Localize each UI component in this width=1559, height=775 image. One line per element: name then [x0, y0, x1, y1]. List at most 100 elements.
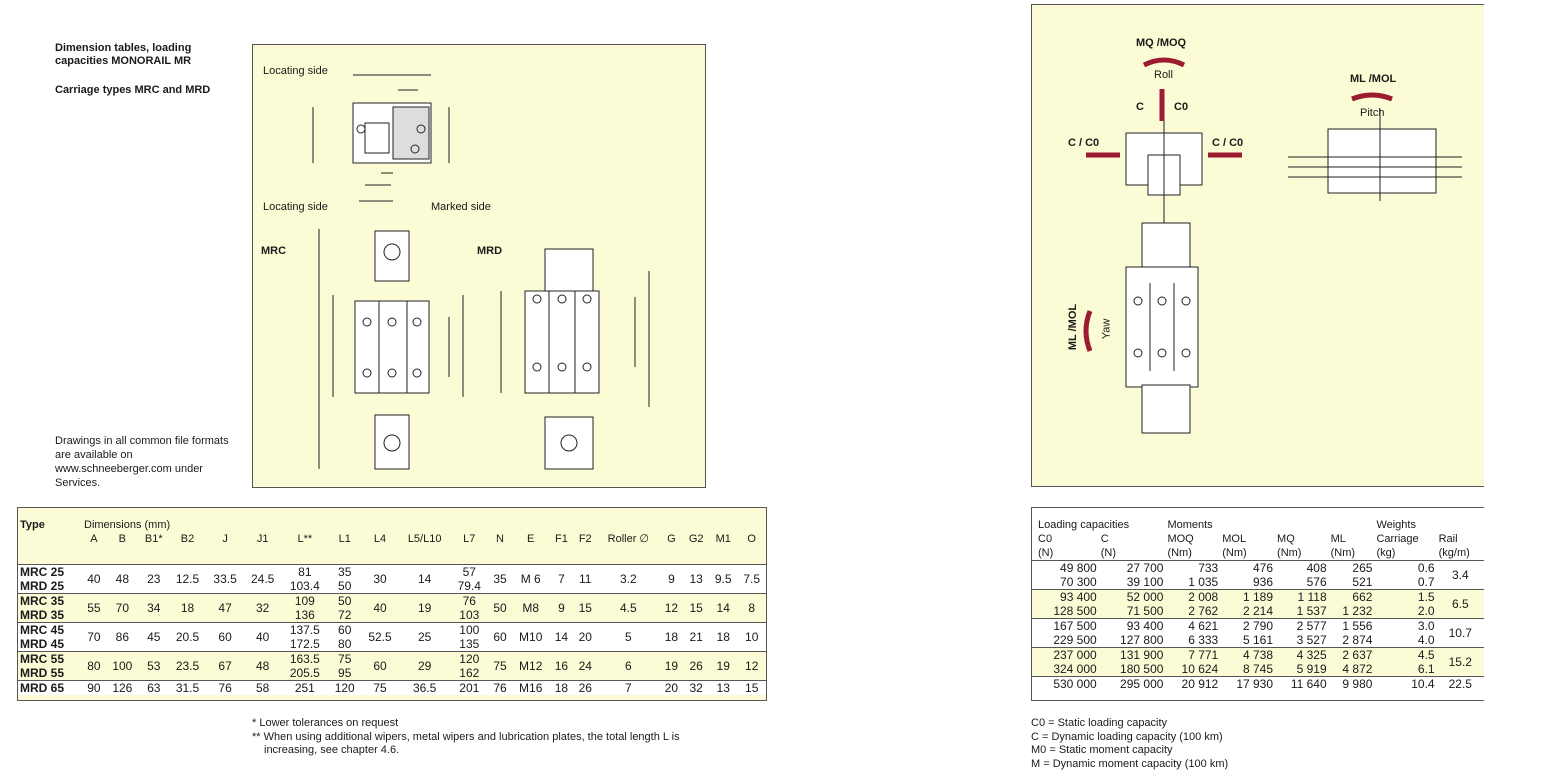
dim-cell: 52.5 — [368, 629, 392, 644]
ml-vertical-label: ML /MOL — [1067, 303, 1080, 351]
dim-cell: 21 — [689, 629, 703, 644]
footnote-2: ** When using additional wipers, metal w… — [252, 730, 680, 743]
cell-line: 2 762 — [1188, 604, 1219, 618]
load-cell: 17 930 — [1220, 677, 1275, 691]
cell-line: 2 874 — [1342, 633, 1373, 647]
cell-line: 237 000 — [1053, 648, 1097, 662]
dim-cell: 24.5 — [250, 571, 275, 586]
dim-cell: 40 — [255, 629, 270, 644]
dim-cell: 53 — [147, 658, 161, 673]
cell-line: 1 189 — [1243, 590, 1274, 604]
top-rail-upper — [1141, 222, 1191, 270]
right-force-label: C / C0 — [1212, 137, 1244, 149]
dim-cell: 40 — [373, 600, 387, 615]
cell-line: 4 325 — [1296, 648, 1327, 662]
load-cell: 10.4 — [1374, 677, 1436, 691]
dim-cell: 3.2 — [619, 571, 637, 586]
cell-line: 10 624 — [1181, 662, 1219, 676]
cell-line: 576 — [1306, 575, 1327, 589]
cell-line: 79.4 — [457, 578, 481, 593]
cell-line: MRC 55 — [20, 651, 65, 666]
cell-line: 10.4 — [1411, 677, 1435, 691]
c-label: C — [1136, 101, 1144, 113]
dim-cell: 48 — [115, 571, 130, 586]
dim-cell: 67 — [218, 658, 232, 673]
technical-drawing — [312, 74, 650, 470]
dim-cell: 251 — [294, 680, 315, 695]
cell-line: 135 — [459, 636, 480, 651]
dim-cell: 9.5 — [714, 571, 732, 586]
dim-cell: M 6 — [520, 571, 541, 586]
load-cell: 6.5 — [1451, 597, 1469, 611]
dim-cell: 20.5 — [175, 629, 200, 644]
dim-col-header: B — [118, 533, 127, 545]
cell-line: MRD 55 — [20, 665, 65, 680]
intro-title-2: capacities MONORAIL MR — [55, 55, 192, 67]
cell-line: 162 — [459, 665, 480, 680]
mrd-carriage — [524, 290, 600, 394]
load-cell: 10.7 — [1448, 626, 1472, 640]
load-col-header: Rail — [1438, 533, 1458, 545]
dim-cell: 18 — [554, 680, 569, 695]
cell-line: 5 161 — [1243, 633, 1274, 647]
dim-cell: 201 — [459, 680, 480, 695]
dim-cell: 9 — [558, 600, 565, 615]
dim-cell: 33.5 — [213, 571, 237, 586]
cell-line: 7 771 — [1188, 648, 1219, 662]
mrd-label: MRD — [477, 245, 503, 257]
dim-col-header: L5/L10 — [407, 533, 442, 545]
load-col-header: MOL — [1222, 533, 1247, 545]
dim-cell: 6 — [624, 658, 632, 673]
dim-cell: 15 — [689, 600, 703, 615]
cell-line: 11 640 — [1290, 677, 1327, 691]
dim-cell: 90 — [87, 680, 101, 695]
cell-line: MRD 35 — [20, 607, 65, 622]
cell-line: 167 500 — [1053, 619, 1097, 633]
dim-col-header: B1* — [144, 533, 163, 545]
side-carriage — [1327, 128, 1437, 194]
top-carriage — [1125, 266, 1199, 388]
dim-type: MRD 65 — [18, 680, 82, 695]
cell-line: 95 — [338, 665, 352, 680]
cell-line: 137.5 — [289, 622, 320, 637]
cell-line: 75 — [338, 651, 352, 666]
drawing-panel: Locating side Locating side Marked side … — [252, 44, 706, 488]
dim-cell: 13 — [689, 571, 703, 586]
mrc-carriage — [354, 300, 430, 394]
cell-line: 71 500 — [1126, 604, 1164, 618]
intro-subtitle: Carriage types MRC and MRD — [55, 84, 211, 96]
locating-side-label-bottom: Locating side — [263, 201, 328, 213]
load-unit: (Nm) — [1222, 547, 1247, 559]
dim-cell: 60 — [373, 658, 387, 673]
legend-c: C = Dynamic loading capacity (100 km) — [1031, 730, 1223, 743]
dim-cell: 48 — [255, 658, 270, 673]
cell-line: 103.4 — [289, 578, 320, 593]
cell-line: 6 333 — [1188, 633, 1219, 647]
dim-cell: 25 — [417, 629, 432, 644]
cell-line: 295 000 — [1120, 677, 1164, 691]
dim-cell: M16 — [519, 680, 543, 695]
dim-cell: 12 — [664, 600, 679, 615]
dim-cell: 45 — [147, 629, 161, 644]
cell-line: MRC 25 — [20, 564, 65, 579]
cell-line: 70 300 — [1060, 575, 1097, 589]
dim-cell: 60 — [493, 629, 507, 644]
dim-cell: 58 — [255, 680, 270, 695]
ml-label: ML /MOL — [1350, 73, 1397, 85]
